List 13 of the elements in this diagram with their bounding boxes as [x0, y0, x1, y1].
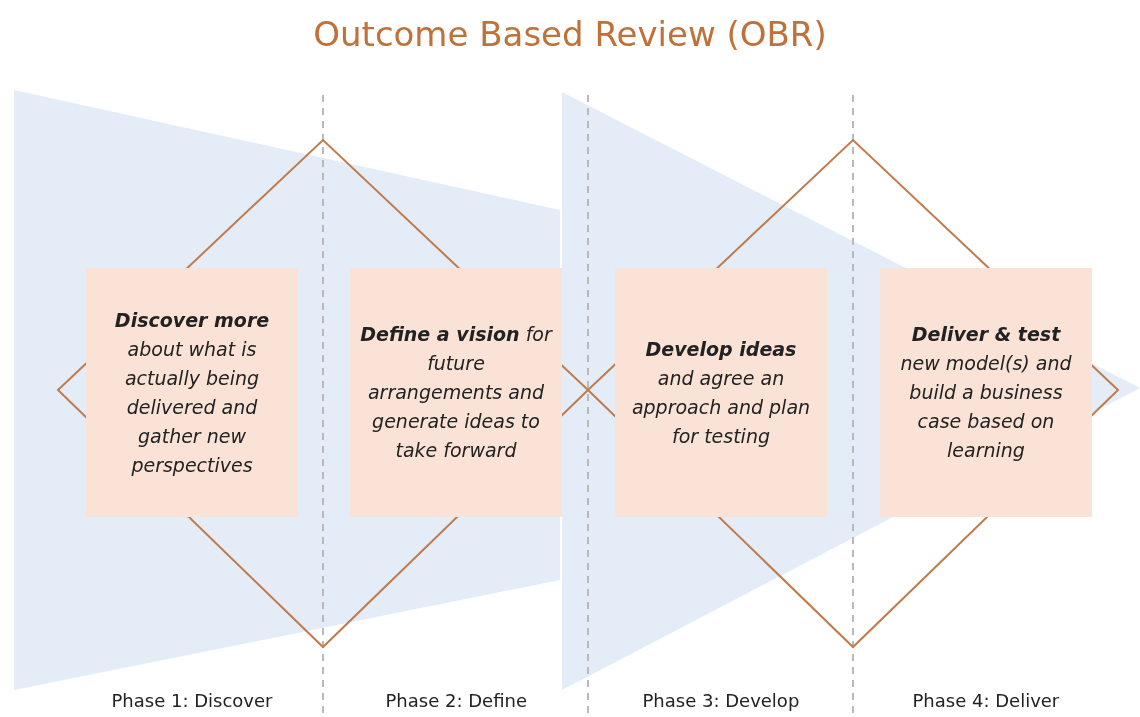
phase-label: Phase 1: Discover — [111, 690, 273, 711]
phase-description: Develop ideas and agree an approach and plan for testing — [630, 336, 812, 449]
phase-box — [615, 268, 827, 517]
phase-description: Define a vision for future arrangements and generate ideas to take forward — [360, 322, 552, 463]
phase-label: Phase 3: Develop — [642, 690, 800, 711]
phase-box — [350, 268, 562, 517]
phase-description: Deliver & test new model(s) and build a business case based on learning — [899, 322, 1073, 463]
phase-box — [86, 268, 298, 517]
phase-box — [880, 268, 1092, 517]
phase-label: Phase 2: Define — [385, 690, 527, 711]
phase-description: Discover more about what is actually being delivered and gather new perspectives — [113, 307, 271, 478]
phase-label: Phase 4: Deliver — [912, 690, 1060, 711]
diagram-title: Outcome Based Review (OBR) — [313, 14, 827, 54]
